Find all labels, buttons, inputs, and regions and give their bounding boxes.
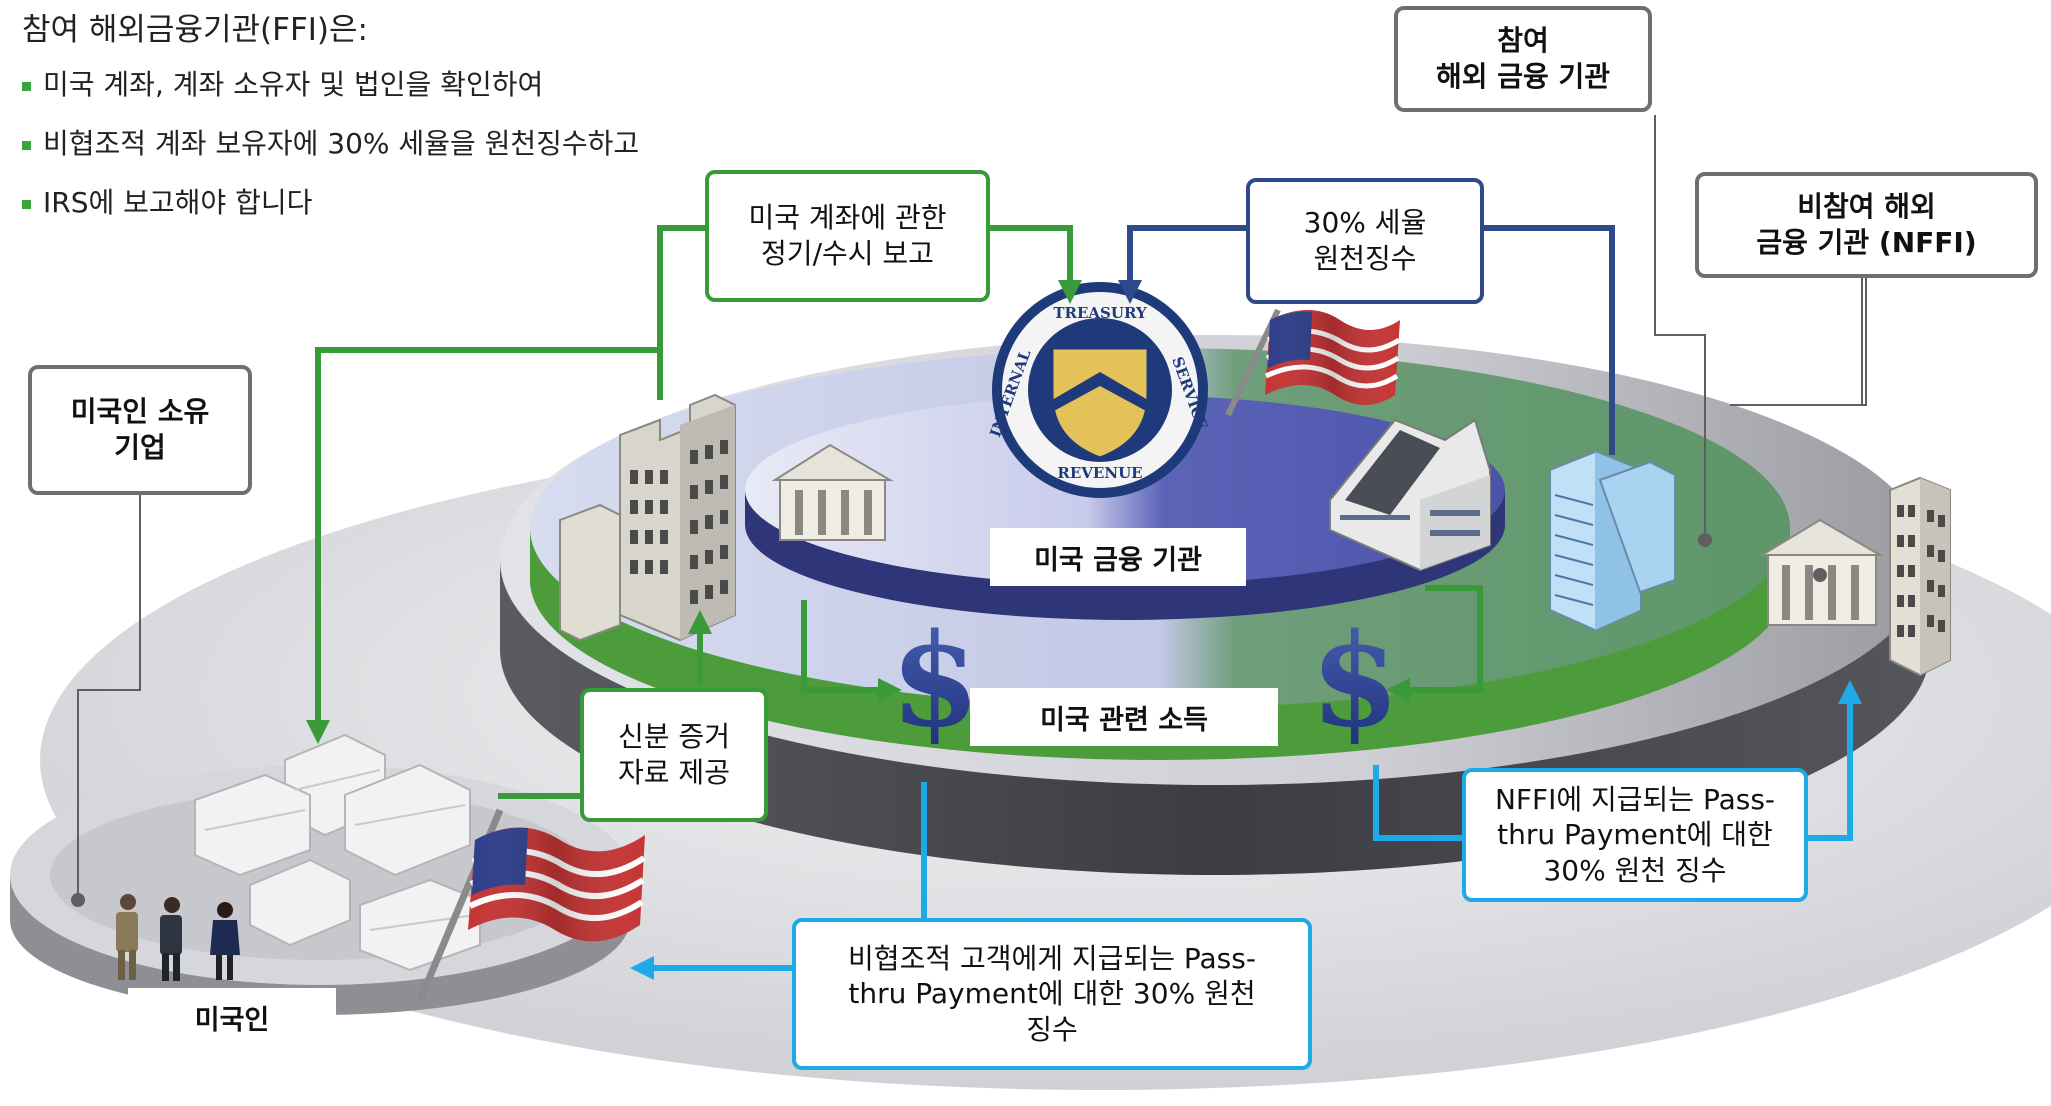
treasury-irs-seal-icon: TREASURY INTERNAL REVENUE SERVICE bbox=[986, 282, 1211, 498]
modern-office-building-icon bbox=[1329, 418, 1491, 572]
nffi-bank-icon bbox=[1758, 518, 1884, 626]
nffi-anchor-dot bbox=[1813, 568, 1827, 582]
box-line: 원천징수 bbox=[1313, 242, 1417, 275]
withholding-box: 30% 세율 원천징수 bbox=[1246, 178, 1484, 304]
svg-text:$: $ bbox=[1310, 606, 1399, 756]
nffi-passthru-box: NFFI에 지급되는 Pass- thru Payment에 대한 30% 원천… bbox=[1462, 768, 1808, 902]
box-line: NFFI에 지급되는 Pass- bbox=[1494, 782, 1776, 816]
nffi-box: 비참여 해외 금융 기관 (NFFI) bbox=[1695, 172, 2038, 278]
bank-building-icon bbox=[771, 443, 894, 541]
box-line: 기업 bbox=[114, 431, 166, 464]
identity-docs-box: 신분 증거 자료 제공 bbox=[580, 688, 768, 822]
intro-bullet-text: IRS에 보고해야 합니다 bbox=[43, 186, 313, 219]
city-buildings-icon bbox=[194, 733, 481, 972]
intro-bullet: 미국 계좌, 계좌 소유자 및 법인을 확인하여 bbox=[22, 63, 639, 103]
ffi-anchor-dot bbox=[1698, 533, 1712, 547]
us-source-income-label: 미국 관련 소득 bbox=[970, 688, 1278, 746]
box-line: thru Payment에 대한 bbox=[1497, 818, 1773, 852]
dollar-sign-icon-left: $ bbox=[890, 606, 979, 756]
participating-ffi-box: 참여 해외 금융 기관 bbox=[1394, 6, 1652, 112]
intro-bullet-list: 미국 계좌, 계좌 소유자 및 법인을 확인하여 비협조적 계좌 보유자에 30… bbox=[22, 63, 639, 221]
box-line: 30% 세율 bbox=[1303, 206, 1427, 240]
box-line: 30% 원천 징수 bbox=[1543, 853, 1727, 887]
box-line: 징수 bbox=[1026, 1012, 1078, 1046]
people-icon bbox=[116, 894, 240, 981]
box-line: thru Payment에 대한 30% 원천 bbox=[848, 977, 1256, 1011]
intro-bullet-text: 미국 계좌, 계좌 소유자 및 법인을 확인하여 bbox=[43, 68, 544, 101]
box-line: 미국 계좌에 관한 bbox=[748, 201, 947, 235]
intro-title: 참여 해외금융기관(FFI)은: bbox=[22, 12, 368, 48]
gray-connectors bbox=[77, 115, 1867, 900]
bullet-square-icon bbox=[22, 140, 31, 150]
navy-withholding-arrow bbox=[1118, 225, 1615, 455]
recalcitrant-passthru-box: 비협조적 고객에게 지급되는 Pass- thru Payment에 대한 30… bbox=[792, 918, 1312, 1070]
box-line: 정기/수시 보고 bbox=[761, 237, 934, 270]
box-line: 참여 bbox=[1497, 24, 1549, 58]
cyan-passthru-arrows bbox=[630, 680, 1862, 980]
entity-anchor-dot bbox=[71, 893, 85, 907]
intro-text: 참여 해외금융기관(FFI)은: 미국 계좌, 계좌 소유자 및 법인을 확인하… bbox=[22, 4, 639, 240]
intro-bullet-text: 비협조적 계좌 보유자에 30% 세율을 원천징수하고 bbox=[43, 127, 640, 160]
intro-bullet: 비협조적 계좌 보유자에 30% 세율을 원천징수하고 bbox=[22, 122, 639, 162]
box-line: 자료 제공 bbox=[618, 756, 730, 789]
box-line: 비참여 해외 bbox=[1797, 190, 1936, 224]
seal-top-text: TREASURY bbox=[1053, 304, 1147, 322]
svg-text:$: $ bbox=[890, 606, 979, 756]
left-office-tower-icon bbox=[559, 393, 736, 642]
bullet-square-icon bbox=[22, 81, 31, 91]
us-fi-label: 미국 금융 기관 bbox=[990, 528, 1246, 586]
us-flag-icon-center bbox=[1225, 308, 1401, 417]
green-report-arrow bbox=[306, 225, 1483, 799]
reporting-box: 미국 계좌에 관한 정기/수시 보고 bbox=[705, 170, 990, 302]
box-line: 신분 증거 bbox=[618, 720, 730, 754]
us-flag-icon-left bbox=[416, 808, 646, 1002]
bullet-square-icon bbox=[22, 199, 31, 209]
box-line: 비협조적 고객에게 지급되는 Pass- bbox=[848, 941, 1256, 975]
dollar-sign-icon-right: $ bbox=[1310, 606, 1399, 756]
box-line: 금융 기관 (NFFI) bbox=[1756, 226, 1977, 259]
box-line: 미국인 소유 bbox=[70, 395, 210, 429]
intro-bullet: IRS에 보고해야 합니다 bbox=[22, 181, 639, 221]
us-person-label: 미국인 bbox=[128, 988, 336, 1046]
nffi-tower-icon bbox=[1889, 476, 1951, 677]
us-owned-entity-box: 미국인 소유 기업 bbox=[28, 365, 252, 495]
seal-bottom-text: REVENUE bbox=[1057, 464, 1142, 482]
box-line: 해외 금융 기관 bbox=[1435, 60, 1611, 93]
participating-ffi-building-icon bbox=[1549, 450, 1676, 632]
